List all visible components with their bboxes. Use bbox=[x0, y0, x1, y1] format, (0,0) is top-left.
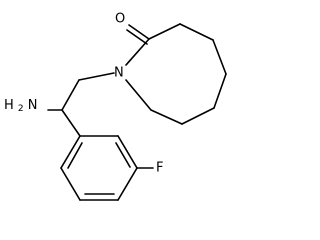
ethyl-chain bbox=[47, 72, 115, 137]
bond-ar2-ar3-inner bbox=[115, 142, 131, 168]
amine-label: H 2 N bbox=[4, 98, 38, 116]
bond-c4-c5 bbox=[212, 39, 227, 75]
bond-c6-c7 bbox=[181, 107, 215, 125]
bond-c2-o-b bbox=[126, 29, 148, 45]
amine-n: N bbox=[28, 98, 38, 113]
bond-ar2-ar3 bbox=[117, 135, 138, 169]
nitrogen-label: N bbox=[114, 66, 124, 81]
bond-ar5-ar6 bbox=[60, 167, 81, 201]
bond-c5-c6 bbox=[213, 73, 227, 109]
benzene-ring bbox=[60, 135, 154, 201]
bond-c2-c3 bbox=[148, 23, 181, 40]
bond-c7-c8 bbox=[150, 109, 183, 125]
bond-ar3-ar4 bbox=[117, 167, 138, 201]
carbonyl-bond bbox=[126, 24, 150, 45]
bond-ar6-ar1-inner bbox=[67, 142, 83, 169]
bond-ar6-ar1 bbox=[60, 135, 81, 169]
azocanone-ring bbox=[125, 23, 227, 125]
fluorine-label: F bbox=[156, 161, 163, 176]
oxygen-label: O bbox=[115, 12, 125, 27]
amine-h: H bbox=[4, 98, 14, 113]
amine-subscript: 2 bbox=[18, 104, 24, 114]
bond-ch-aryl bbox=[61, 109, 81, 137]
bond-c2-o-a bbox=[128, 24, 150, 40]
bond-c3-c4 bbox=[179, 23, 214, 41]
bond-n1-ch2 bbox=[78, 72, 115, 81]
chemical-structure-diagram: O N H 2 N F bbox=[4, 12, 227, 201]
bond-ch2-ch bbox=[61, 79, 80, 111]
bond-c8-n1 bbox=[125, 79, 152, 111]
